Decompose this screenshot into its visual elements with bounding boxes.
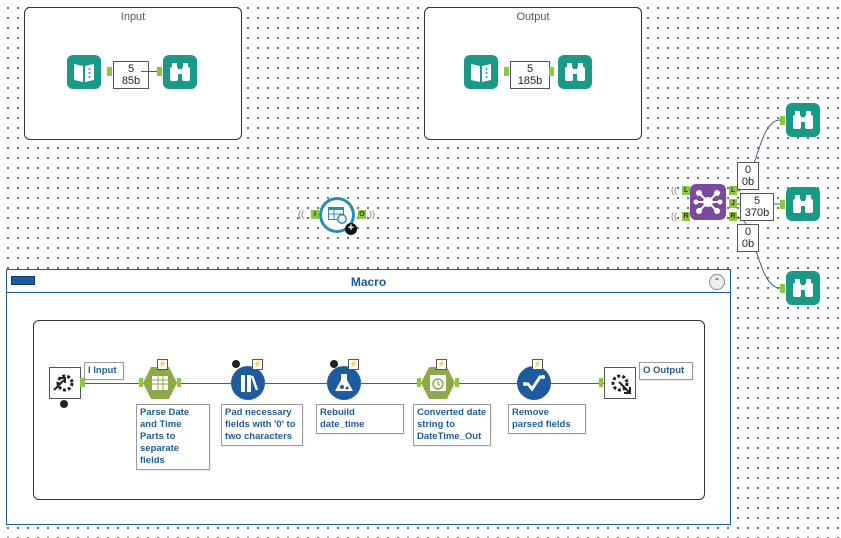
join-left-output-anchor[interactable]: L (729, 186, 737, 195)
output-data-tool[interactable] (464, 55, 498, 89)
output-browse-input-anchor[interactable] (549, 67, 554, 76)
join-right-count: 0 0b (737, 224, 759, 252)
join-right-count-size: 0b (741, 238, 755, 250)
multi-field-formula-icon (241, 375, 259, 392)
connector-1 (181, 383, 231, 384)
input-tool-output-anchor[interactable] (107, 67, 112, 76)
step-4-lightning-icon: ⚡ (532, 359, 543, 370)
step-0-label: Parse Date and Time Parts to separate fi… (136, 404, 210, 470)
select-check-icon (523, 375, 545, 392)
input-data-tool[interactable] (67, 55, 101, 89)
browse-left-input-anchor[interactable] (780, 116, 785, 125)
input-browse-tool[interactable] (163, 55, 197, 89)
join-join-count-records: 5 (753, 195, 761, 207)
step-1-label: Pad necessary fields with '0' to two cha… (221, 404, 303, 446)
step-2-label: Rebuild date_time (316, 404, 404, 434)
macro-collapse-button[interactable]: ⌃ (709, 274, 725, 290)
connector-4 (459, 383, 519, 384)
join-join-output-anchor[interactable]: J (729, 199, 737, 208)
connector-2 (265, 383, 327, 384)
output-record-count: 5 185b (510, 61, 550, 89)
connector-5 (551, 383, 605, 384)
step-1-tool[interactable] (231, 366, 265, 400)
macro-input-output-anchor[interactable] (80, 378, 85, 387)
macro-table-clock-icon (322, 200, 352, 230)
output-container-title: Output (516, 11, 550, 23)
gear-arrow-icon (53, 374, 74, 392)
macro-output-label: O Output (639, 362, 693, 380)
output-container[interactable]: Output (424, 7, 642, 140)
gear-arrow-icon (611, 374, 631, 394)
formula-flask-icon (335, 374, 353, 391)
join-left-count-size: 0b (741, 176, 755, 188)
macro-output-input-anchor[interactable] (599, 378, 603, 387)
connector-3 (361, 383, 423, 384)
step-0-lightning-icon: ⚡ (157, 359, 168, 370)
binoculars-icon (565, 63, 585, 81)
macro-input-label: I Input (84, 362, 124, 380)
join-tool[interactable] (690, 184, 726, 220)
step-3-output-anchor[interactable] (455, 378, 459, 387)
output-tool-output-anchor[interactable] (504, 67, 509, 76)
output-count-records: 5 (526, 63, 534, 75)
step-1-config-icon (232, 360, 240, 368)
step-3-input-anchor[interactable] (417, 378, 421, 387)
step-3-tool[interactable] (421, 367, 455, 399)
step-3-lightning-icon: ⚡ (436, 359, 447, 370)
join-right-input-arrows: (( (671, 211, 677, 221)
connector-0 (85, 383, 145, 384)
step-1-lightning-icon: ⚡ (252, 359, 263, 370)
join-left-input-anchor[interactable]: L (682, 186, 690, 195)
join-left-count-records: 0 (744, 164, 752, 176)
macro-output-tool[interactable] (604, 367, 636, 399)
macro-workflow-area (33, 320, 705, 500)
browse-join-tool[interactable] (786, 187, 820, 221)
datetime-icon (421, 367, 455, 399)
macro-input-config-icon (60, 400, 68, 408)
macro-header: Macro ⌃ (7, 270, 730, 293)
step-2-config-icon (330, 360, 338, 368)
macro-collapse-bar[interactable] (11, 276, 35, 285)
macro-title: Macro (350, 275, 387, 289)
input-connector (141, 71, 157, 72)
input-record-count: 5 85b (113, 61, 149, 89)
join-join-count-size: 370b (744, 207, 770, 219)
browse-left-tool[interactable] (786, 103, 820, 137)
step-0-tool[interactable] (143, 367, 177, 399)
join-right-output-anchor[interactable]: R (729, 212, 737, 221)
output-browse-tool[interactable] (558, 55, 592, 89)
join-left-input-arrows: (( (671, 185, 677, 195)
step-4-tool[interactable] (517, 366, 551, 400)
binoculars-icon (793, 279, 813, 297)
browse-right-input-anchor[interactable] (780, 284, 785, 293)
step-2-lightning-icon: ⚡ (348, 359, 359, 370)
browse-right-tool[interactable] (786, 271, 820, 305)
step-0-input-anchor[interactable] (139, 378, 143, 387)
step-3-label: Converted date string to DateTime_Out (413, 404, 491, 446)
browse-join-input-anchor[interactable] (780, 200, 785, 209)
binoculars-icon (793, 111, 813, 129)
input-count-records: 5 (127, 63, 135, 75)
binoculars-icon (170, 63, 190, 81)
join-left-count: 0 0b (737, 162, 759, 190)
input-browse-input-anchor[interactable] (157, 67, 162, 76)
macro-output-anchor[interactable]: O (358, 210, 366, 219)
input-container-title: Input (120, 11, 146, 23)
join-right-count-records: 0 (744, 226, 752, 238)
join-network-icon (693, 190, 723, 214)
step-4-label: Remove parsed fields (508, 404, 586, 434)
macro-input-anchor[interactable]: I (311, 210, 319, 219)
macro-input-tool[interactable] (49, 367, 81, 399)
join-right-input-anchor[interactable]: R (682, 212, 690, 221)
output-count-size: 185b (517, 75, 543, 87)
macro-input-arrows: (( (298, 209, 307, 219)
text-to-columns-icon (143, 367, 177, 399)
binoculars-icon (793, 195, 813, 213)
step-2-tool[interactable] (327, 366, 361, 400)
macro-add-icon[interactable]: + (345, 223, 357, 235)
step-0-output-anchor[interactable] (177, 378, 181, 387)
input-count-size: 85b (121, 75, 141, 87)
macro-output-arrows: )) (369, 209, 375, 219)
join-join-count: 5 370b (740, 193, 774, 221)
